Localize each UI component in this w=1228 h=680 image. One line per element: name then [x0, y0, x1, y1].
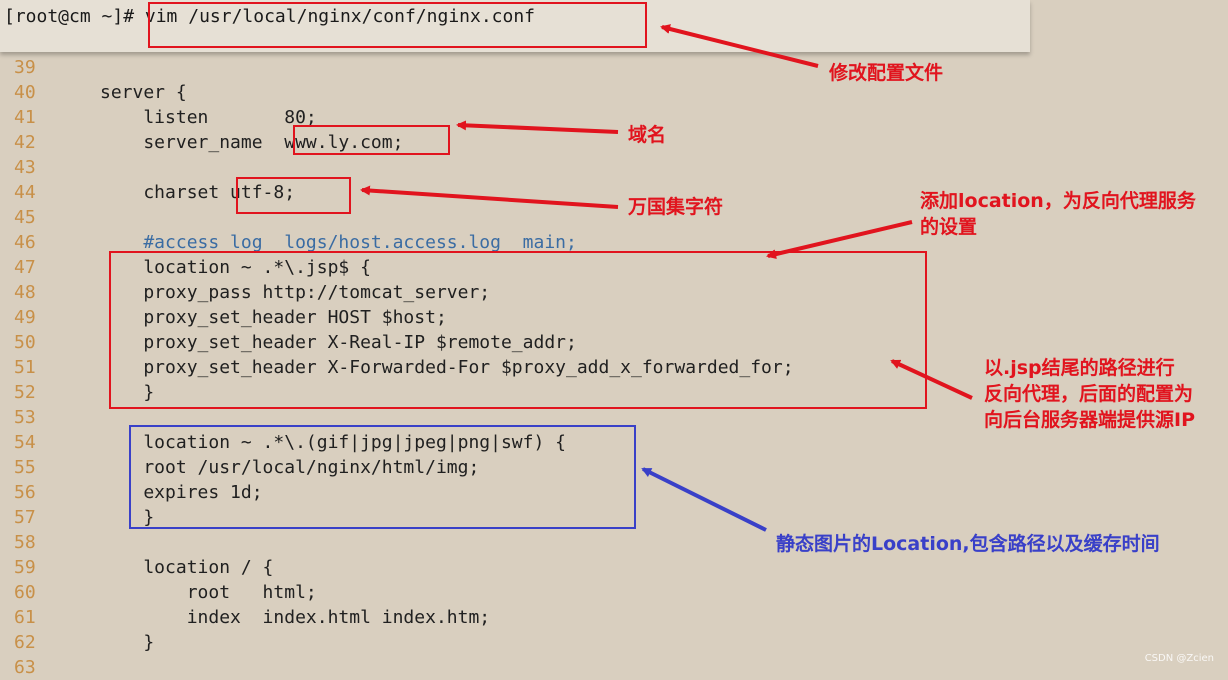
code-text: proxy_set_header HOST $host; — [100, 307, 447, 328]
code-text: expires 1d; — [100, 482, 263, 503]
code-line[interactable]: 46 #access_log logs/host.access.log main… — [0, 230, 1228, 255]
code-line[interactable]: 45 — [0, 205, 1228, 230]
terminal-prompt-line: [root@cm ~]# vim /usr/local/nginx/conf/n… — [4, 4, 535, 30]
annotation-domain: 域名 — [628, 124, 667, 146]
line-number: 55 — [14, 457, 36, 478]
code-text: location ~ .*\.jsp$ { — [100, 257, 371, 278]
annotation-charset: 万国集字符 — [628, 196, 724, 218]
line-number: 57 — [14, 507, 36, 528]
code-text: location / { — [100, 557, 274, 578]
line-number: 50 — [14, 332, 36, 353]
code-text: index index.html index.htm; — [100, 607, 491, 628]
line-number: 45 — [14, 207, 36, 228]
charset-highlight-box — [236, 177, 351, 214]
command-highlight-box — [148, 2, 647, 48]
code-text: proxy_set_header X-Real-IP $remote_addr; — [100, 332, 577, 353]
code-text: charset utf-8; — [100, 182, 296, 203]
code-line[interactable]: 41 listen 80; — [0, 105, 1228, 130]
jsp-location-highlight-box — [109, 251, 927, 409]
code-line[interactable]: 53 — [0, 405, 1228, 430]
line-number: 58 — [14, 532, 36, 553]
code-line[interactable]: 54 location ~ .*\.(gif|jpg|jpeg|png|swf)… — [0, 430, 1228, 455]
code-line[interactable]: 60 root html; — [0, 580, 1228, 605]
line-number: 54 — [14, 432, 36, 453]
code-line[interactable]: 52 } — [0, 380, 1228, 405]
annotation-edit-config: 修改配置文件 — [829, 62, 944, 84]
code-text: root html; — [100, 582, 317, 603]
code-line[interactable]: 59 location / { — [0, 555, 1228, 580]
code-line[interactable]: 51 proxy_set_header X-Forwarded-For $pro… — [0, 355, 1228, 380]
vim-command[interactable]: vim /usr/local/nginx/conf/nginx.conf — [134, 6, 536, 27]
line-number: 53 — [14, 407, 36, 428]
code-line[interactable]: 42 server_name www.ly.com; — [0, 130, 1228, 155]
code-text: server { — [100, 82, 187, 103]
code-line[interactable]: 50 proxy_set_header X-Real-IP $remote_ad… — [0, 330, 1228, 355]
code-line[interactable]: 49 proxy_set_header HOST $host; — [0, 305, 1228, 330]
code-line[interactable]: 44 charset utf-8; — [0, 180, 1228, 205]
code-line[interactable]: 57 } — [0, 505, 1228, 530]
code-line[interactable]: 47 location ~ .*\.jsp$ { — [0, 255, 1228, 280]
code-line[interactable]: 61 index index.html index.htm; — [0, 605, 1228, 630]
code-line[interactable]: 48 proxy_pass http://tomcat_server; — [0, 280, 1228, 305]
line-number: 63 — [14, 657, 36, 678]
code-text: } — [100, 632, 155, 653]
line-number: 47 — [14, 257, 36, 278]
line-number: 44 — [14, 182, 36, 203]
line-number: 43 — [14, 157, 36, 178]
line-number: 52 — [14, 382, 36, 403]
code-line[interactable]: 39 — [0, 55, 1228, 80]
line-number: 40 — [14, 82, 36, 103]
code-line[interactable]: 63 — [0, 655, 1228, 680]
code-text: server_name www.ly.com; — [100, 132, 404, 153]
line-number: 59 — [14, 557, 36, 578]
server-name-highlight-box — [293, 125, 450, 155]
code-line[interactable]: 58 — [0, 530, 1228, 555]
code-line[interactable]: 56 expires 1d; — [0, 480, 1228, 505]
line-number: 42 — [14, 132, 36, 153]
shell-prompt: [root@cm ~]# — [4, 6, 135, 27]
annotation-static-location: 静态图片的Location,包含路径以及缓存时间 — [776, 533, 1160, 555]
line-number: 60 — [14, 582, 36, 603]
code-text: location ~ .*\.(gif|jpg|jpeg|png|swf) { — [100, 432, 566, 453]
code-text: } — [100, 507, 155, 528]
line-number: 46 — [14, 232, 36, 253]
line-number: 49 — [14, 307, 36, 328]
code-text: listen 80; — [100, 107, 317, 128]
line-number: 62 — [14, 632, 36, 653]
line-number: 39 — [14, 57, 36, 78]
watermark: CSDN @Zcien — [1144, 653, 1214, 664]
code-line[interactable]: 43 — [0, 155, 1228, 180]
code-comment: #access_log logs/host.access.log main; — [100, 232, 577, 253]
code-text: root /usr/local/nginx/html/img; — [100, 457, 480, 478]
code-text: proxy_set_header X-Forwarded-For $proxy_… — [100, 357, 794, 378]
line-number: 48 — [14, 282, 36, 303]
code-line[interactable]: 62 } — [0, 630, 1228, 655]
annotation-jsp-proxy: 以.jsp结尾的路径进行 反向代理，后面的配置为 向后台服务器端提供源IP — [984, 357, 1195, 431]
code-text: } — [100, 382, 155, 403]
annotation-add-location: 添加location，为反向代理服务 的设置 — [920, 190, 1196, 238]
line-number: 51 — [14, 357, 36, 378]
line-number: 56 — [14, 482, 36, 503]
static-location-highlight-box — [129, 425, 636, 529]
line-number: 61 — [14, 607, 36, 628]
code-line[interactable]: 55 root /usr/local/nginx/html/img; — [0, 455, 1228, 480]
code-text: proxy_pass http://tomcat_server; — [100, 282, 491, 303]
terminal-command-bar: [root@cm ~]# vim /usr/local/nginx/conf/n… — [0, 0, 1030, 52]
code-line[interactable]: 40 server { — [0, 80, 1228, 105]
line-number: 41 — [14, 107, 36, 128]
